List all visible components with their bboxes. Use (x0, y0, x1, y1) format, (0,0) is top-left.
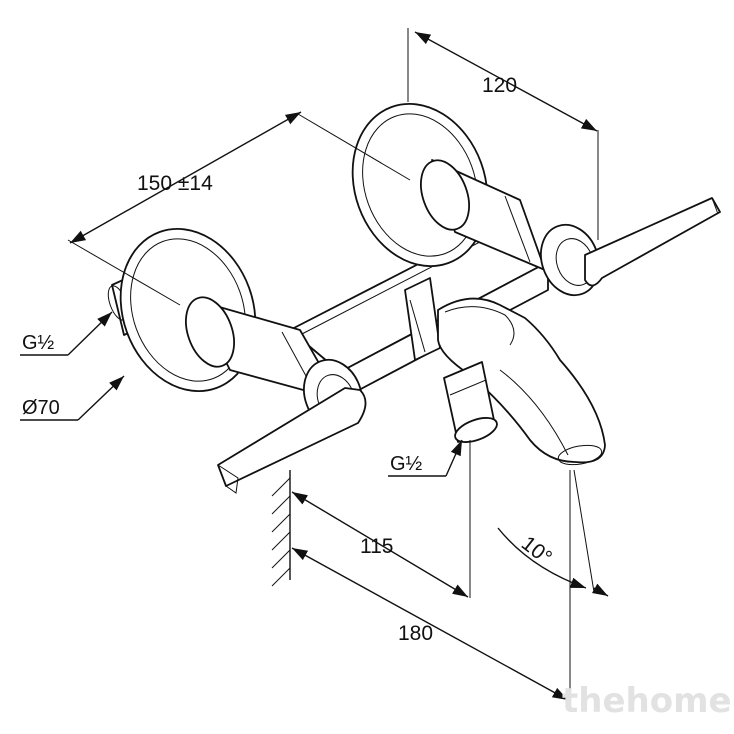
right-valve-cylinder (420, 159, 600, 297)
label-angle: 10° (517, 532, 556, 570)
left-lever-handle[interactable] (217, 387, 367, 494)
label-thread-outlet: G½ (390, 453, 423, 475)
right-lever-handle[interactable] (584, 197, 721, 287)
watermark: thehome (562, 681, 732, 721)
label-thread-left: G½ (22, 332, 55, 354)
label-diameter: Ø70 (22, 397, 60, 419)
label-150: 150 ±14 (137, 172, 213, 195)
leader-thread-outlet (388, 439, 463, 477)
dimension-angle (497, 469, 609, 597)
outlet-connector (443, 361, 498, 443)
dimension-180 (291, 470, 571, 702)
wall-hatch (271, 470, 291, 587)
label-120: 120 (482, 74, 517, 97)
label-180: 180 (398, 622, 433, 645)
dimension-120 (407, 28, 599, 240)
label-115: 115 (360, 535, 393, 558)
dimension-115 (291, 440, 471, 598)
dimension-150 (67, 111, 411, 306)
leader-diameter (20, 375, 125, 421)
leader-thread-left (20, 311, 113, 356)
